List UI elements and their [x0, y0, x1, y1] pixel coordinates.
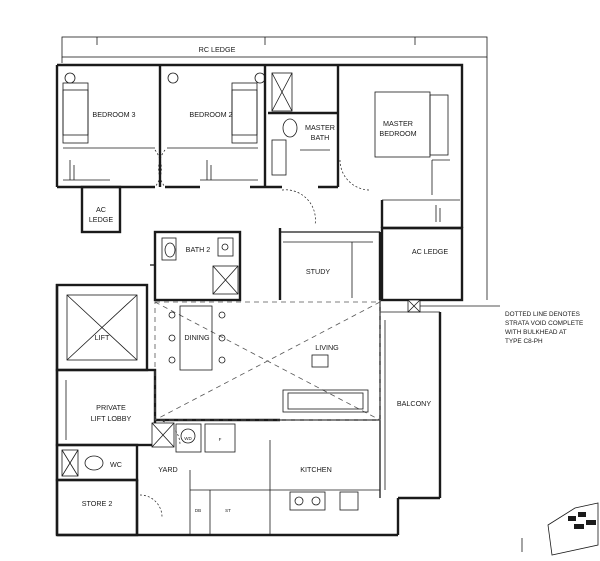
note-line-1: DOTTED LINE DENOTES	[505, 311, 580, 318]
balcony: BALCONY	[379, 300, 440, 498]
rc-ledge: RC LEDGE	[61, 36, 488, 300]
washer-dryer-label: WD	[184, 436, 192, 441]
ac-ledge-right-label: AC LEDGE	[412, 247, 449, 256]
wc: WC	[55, 443, 139, 482]
dining-label: DINING	[184, 333, 210, 342]
note-line-3: WITH BULKHEAD AT	[505, 329, 567, 336]
balcony-label: BALCONY	[397, 399, 432, 408]
lobby-label-1: PRIVATE	[96, 403, 126, 412]
dining: DINING	[168, 305, 226, 371]
bedroom-walls	[57, 65, 462, 230]
lift: LIFT	[55, 283, 149, 372]
master-bath: MASTER BATH	[271, 72, 335, 226]
bath2: BATH 2	[150, 230, 242, 302]
strata-void	[154, 301, 381, 421]
living: LIVING	[282, 343, 369, 413]
study-label: STUDY	[306, 267, 331, 276]
store2: STORE 2	[55, 478, 163, 537]
bath2-label: BATH 2	[186, 245, 211, 254]
lobby-label-2: LIFT LOBBY	[91, 414, 132, 423]
st-label: ST	[225, 508, 231, 513]
bedroom3-label: BEDROOM 3	[92, 110, 135, 119]
db-label: DB	[195, 508, 201, 513]
ac-ledge-right: AC LEDGE	[380, 226, 464, 313]
strata-void-note: DOTTED LINE DENOTES STRATA VOID COMPLETE…	[420, 305, 583, 345]
study: STUDY	[278, 228, 382, 300]
master-bath-label-1: MASTER	[305, 123, 335, 132]
rc-ledge-label: RC LEDGE	[199, 45, 236, 54]
key-plan	[521, 502, 599, 556]
yard-kitchen: YARD KITCHEN WD F DB ST	[135, 418, 380, 535]
store2-label: STORE 2	[82, 499, 113, 508]
fridge-label: F	[219, 437, 222, 442]
living-label: LIVING	[315, 343, 339, 352]
note-line-2: STRATA VOID COMPLETE	[505, 320, 583, 327]
master-bedroom: MASTER BEDROOM	[339, 91, 460, 222]
lift-label: LIFT	[95, 333, 110, 342]
master-bedroom-label-1: MASTER	[383, 119, 413, 128]
bedroom3: BEDROOM 3	[62, 72, 162, 188]
wc-label: WC	[110, 460, 122, 469]
yard-label: YARD	[158, 465, 177, 474]
ac-ledge-left-label-2: LEDGE	[89, 215, 114, 224]
note-line-4: TYPE C8-PH	[505, 338, 543, 345]
bedroom2: BEDROOM 2	[158, 72, 266, 188]
ac-ledge-left: AC LEDGE	[80, 185, 122, 234]
kitchen-label: KITCHEN	[300, 465, 332, 474]
ac-ledge-left-label-1: AC	[96, 205, 106, 214]
master-bath-label-2: BATH	[311, 133, 330, 142]
master-bedroom-label-2: BEDROOM	[379, 129, 416, 138]
bedroom2-label: BEDROOM 2	[189, 110, 232, 119]
